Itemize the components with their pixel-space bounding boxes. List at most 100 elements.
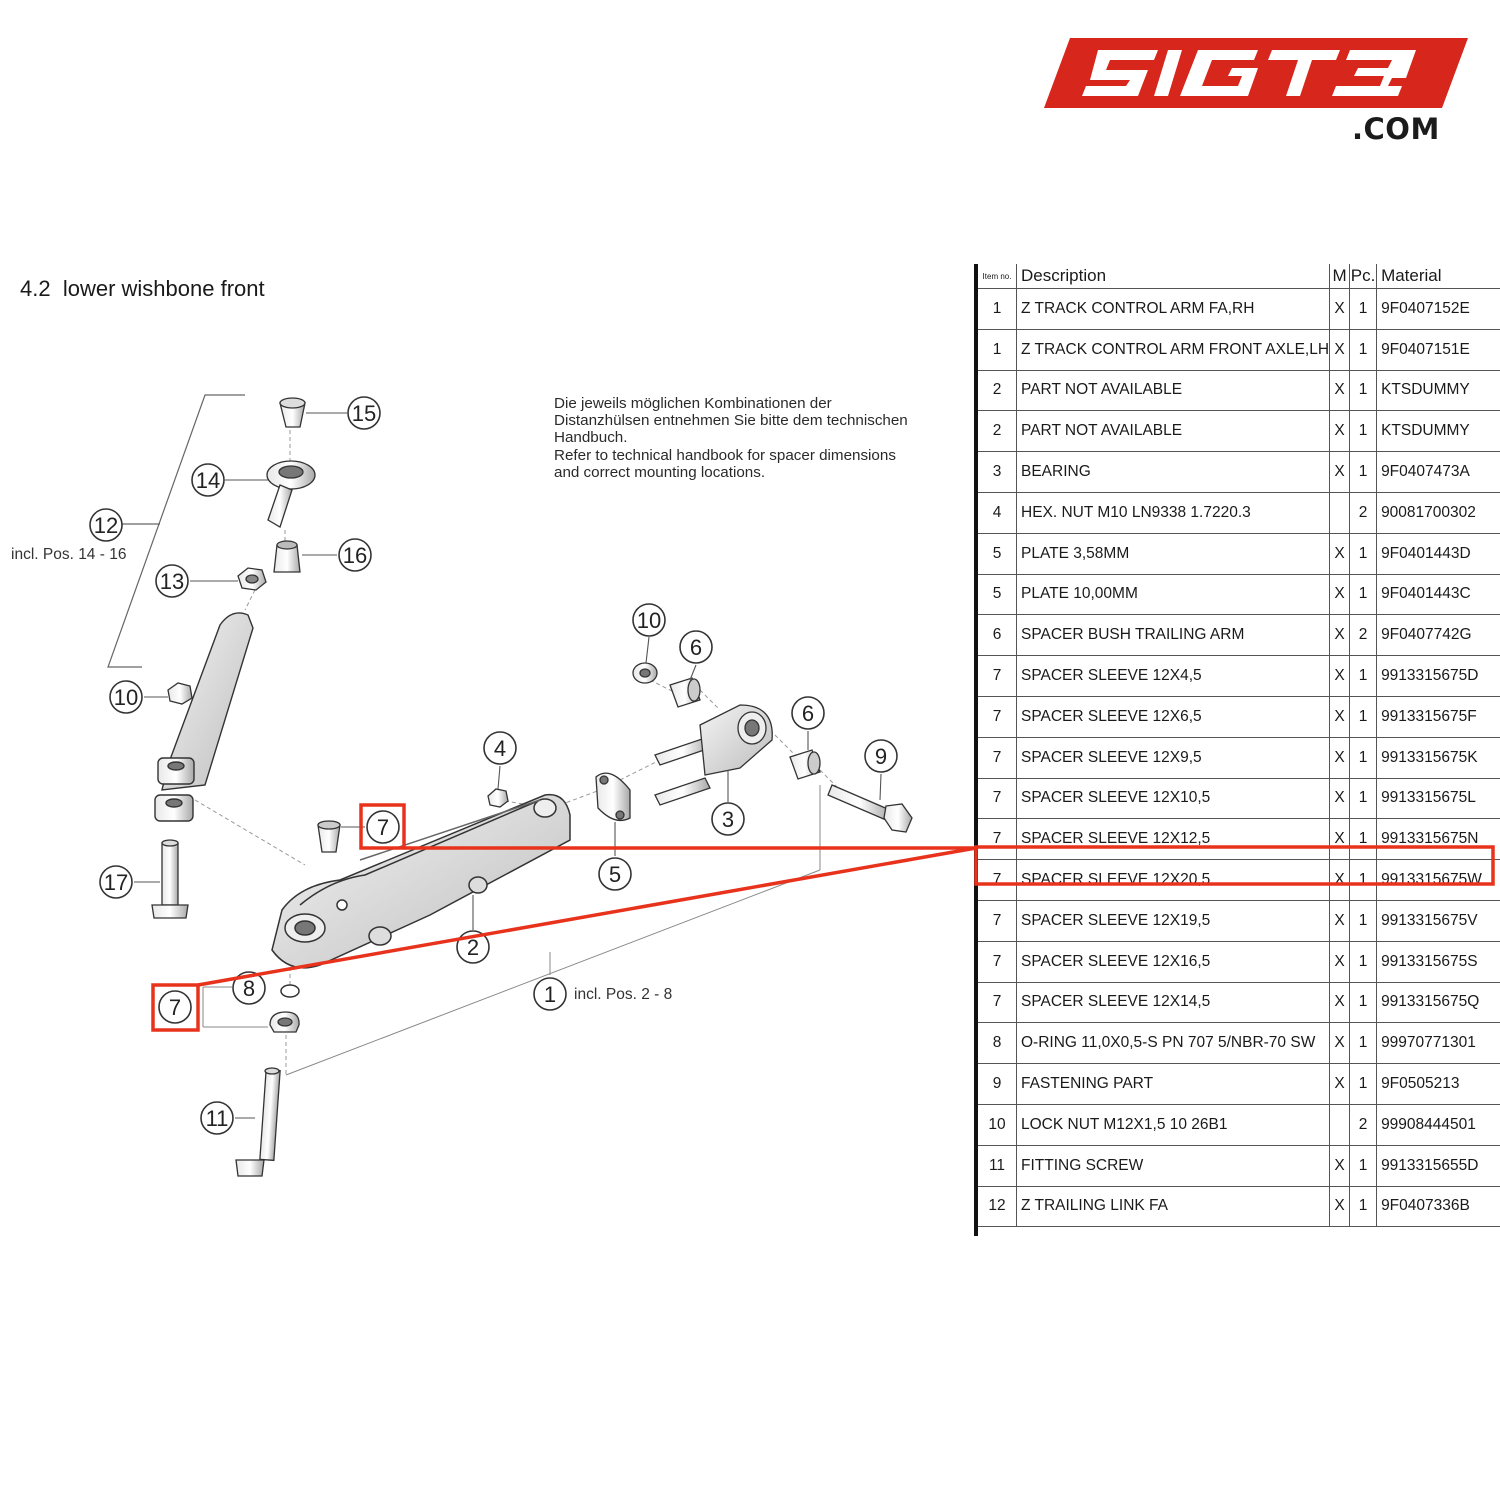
svg-text:14: 14 <box>196 468 220 493</box>
cell-description: SPACER SLEEVE 12X20,5 <box>1016 859 1331 901</box>
cell-item-no: 5 <box>974 533 1017 575</box>
exploded-diagram: 15 14 12 16 13 10 10 6 6 9 4 3 5 7 17 2 … <box>11 394 913 1177</box>
cell-pc: 1 <box>1349 329 1378 371</box>
cell-item-no: 2 <box>974 370 1017 412</box>
cell-material: 90081700302 <box>1376 492 1500 534</box>
cell-description: Z TRACK CONTROL ARM FRONT AXLE,LH <box>1016 329 1331 371</box>
cell-item-no: 1 <box>974 288 1017 330</box>
cell-item-no: 11 <box>974 1145 1017 1187</box>
cell-material: KTSDUMMY <box>1376 410 1500 453</box>
brand-logo[interactable] <box>1040 30 1480 160</box>
callout-10-right[interactable]: 10 <box>632 603 666 637</box>
cell-m: X <box>1329 941 1351 983</box>
callout-16[interactable]: 16 <box>338 538 372 572</box>
leader-lines <box>134 412 882 1119</box>
part-8-o-ring <box>280 984 300 998</box>
cell-description: O-RING 11,0X0,5-S PN 707 5/NBR-70 SW <box>1016 1022 1331 1065</box>
callout-8[interactable]: 8 <box>232 971 266 1005</box>
callout-11[interactable]: 11 <box>200 1101 234 1135</box>
cell-item-no: 12 <box>974 1186 1017 1228</box>
cell-m: X <box>1329 655 1351 697</box>
part-7-spacer-upper <box>317 820 341 853</box>
cell-pc: 2 <box>1349 1104 1378 1146</box>
callout-9[interactable]: 9 <box>864 739 898 773</box>
callout-14[interactable]: 14 <box>191 463 225 497</box>
svg-text:3: 3 <box>722 807 734 832</box>
svg-text:10: 10 <box>637 608 661 633</box>
cell-item-no: 6 <box>974 614 1017 657</box>
callout-13[interactable]: 13 <box>155 564 189 598</box>
cell-description: BEARING <box>1016 451 1331 493</box>
callout-5[interactable]: 5 <box>598 857 632 891</box>
cell-item-no: 7 <box>974 818 1017 861</box>
svg-text:9: 9 <box>875 744 887 769</box>
cell-pc: 1 <box>1349 410 1378 453</box>
note-line: Handbuch. <box>554 429 628 447</box>
callout-4[interactable]: 4 <box>483 731 517 765</box>
callout-10-left[interactable]: 10 <box>109 680 143 714</box>
svg-text:6: 6 <box>690 635 702 660</box>
callout-3[interactable]: 3 <box>711 802 745 836</box>
callout-15[interactable]: 15 <box>347 396 381 430</box>
callout-12[interactable]: 12 <box>89 508 123 542</box>
cell-m <box>1329 492 1351 534</box>
svg-text:2: 2 <box>467 935 479 960</box>
svg-text:10: 10 <box>114 685 138 710</box>
cell-description: SPACER BUSH TRAILING ARM <box>1016 614 1331 657</box>
section-heading: 4.2 lower wishbone front <box>20 276 265 302</box>
part-14-rod-end <box>266 460 316 528</box>
cell-m: X <box>1329 614 1351 657</box>
callout-7-upper[interactable]: 7 <box>366 810 400 844</box>
label-incl-12: incl. Pos. 14 - 16 <box>11 546 126 563</box>
cell-description: PART NOT AVAILABLE <box>1016 410 1331 453</box>
callout-7-lower[interactable]: 7 <box>158 990 192 1024</box>
part-6-spacer-lower <box>789 749 821 780</box>
cell-material: 9913315655D <box>1376 1145 1500 1187</box>
cell-m: X <box>1329 696 1351 738</box>
callout-2[interactable]: 2 <box>456 930 490 964</box>
cell-m: X <box>1329 1145 1351 1187</box>
cell-pc: 1 <box>1349 778 1378 820</box>
callout-1[interactable]: 1 <box>533 977 567 1011</box>
callout-6-lower[interactable]: 6 <box>791 696 825 730</box>
cell-description: FASTENING PART <box>1016 1063 1331 1105</box>
svg-text:13: 13 <box>160 569 184 594</box>
callout-6-upper[interactable]: 6 <box>679 630 713 664</box>
cell-item-no: 7 <box>974 737 1017 779</box>
part-4-nut <box>487 788 509 808</box>
cell-material: KTSDUMMY <box>1376 370 1500 412</box>
section-number: 4.2 <box>20 276 51 301</box>
note-line: Distanzhülsen entnehmen Sie bitte dem te… <box>554 412 908 430</box>
cell-material: 9913315675K <box>1376 737 1500 779</box>
cell-pc: 1 <box>1349 1145 1378 1187</box>
callout-17[interactable]: 17 <box>99 865 133 899</box>
cell-material: 9913315675Q <box>1376 982 1500 1024</box>
cell-material: 9913315675F <box>1376 696 1500 738</box>
svg-text:7: 7 <box>169 995 181 1020</box>
cell-pc: 1 <box>1349 859 1378 901</box>
